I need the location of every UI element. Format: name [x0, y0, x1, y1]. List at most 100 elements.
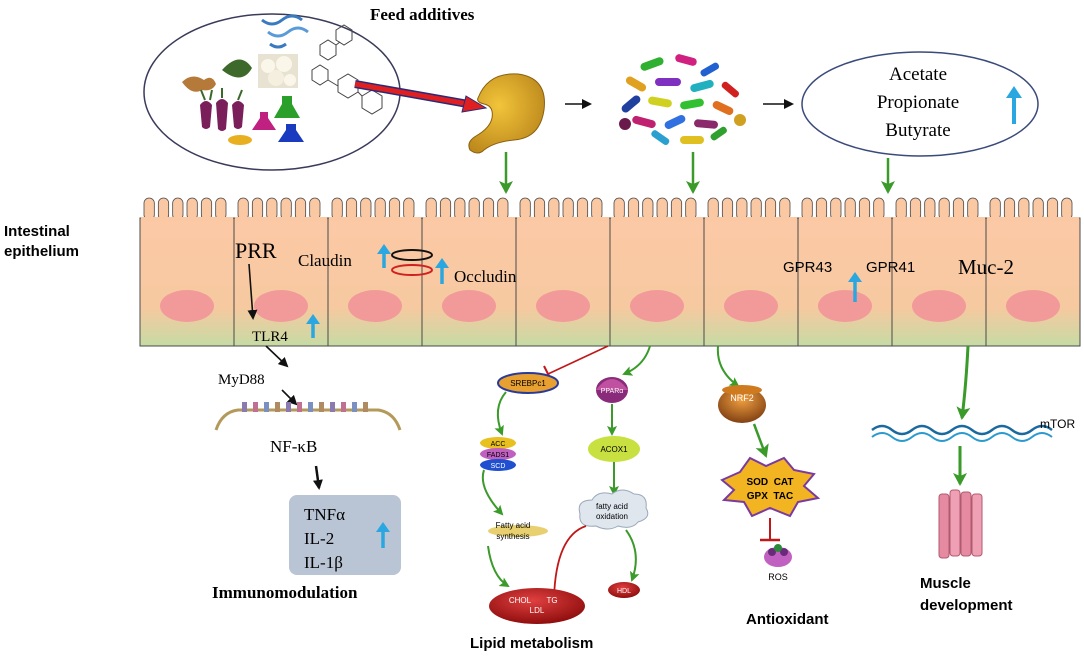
microvillus	[670, 197, 683, 221]
microvillus	[454, 197, 466, 221]
membrane-receptor	[297, 402, 302, 412]
label-fa-oxidation-2: oxidation	[596, 512, 628, 521]
tight-junction-black-ring	[391, 249, 433, 261]
label-fa-synthesis-1: Fatty acid	[496, 521, 531, 530]
mtor-wave	[871, 424, 1053, 442]
cytokine-il1b: IL-1β	[304, 553, 343, 572]
arrow-srebp-to-acc	[494, 391, 507, 436]
label-fa-synthesis-2: synthesis	[496, 532, 529, 541]
label-fads1: FADS1	[487, 452, 509, 459]
label-claudin: Claudin	[298, 251, 352, 270]
label-myd88: MyD88	[218, 372, 265, 388]
membrane-receptor	[363, 402, 368, 412]
microvillus	[403, 197, 415, 221]
label-ppar: PPARα	[601, 388, 624, 395]
cell-apical-edge	[611, 217, 703, 221]
label-srebp: SREBPc1	[510, 379, 546, 388]
microvillus	[215, 197, 227, 221]
cell-apical-edge	[799, 217, 891, 221]
ginger-root-icon	[182, 76, 216, 92]
microvillus	[482, 197, 495, 221]
nrf2-node: NRF2	[718, 385, 766, 423]
microvillus	[497, 197, 509, 221]
scfa-acetate: Acetate	[889, 64, 947, 85]
microvillus	[1061, 197, 1073, 221]
claudin-up-arrow-icon	[377, 244, 391, 268]
microvillus	[374, 197, 386, 221]
microvillus	[1018, 197, 1030, 221]
cell-nucleus	[818, 290, 872, 322]
microvillus	[237, 197, 249, 221]
microvillus	[627, 197, 640, 221]
ppar-node: PPARα	[596, 377, 628, 403]
label-acc: ACC	[491, 441, 506, 448]
microvillus	[613, 197, 625, 221]
antioxidant-label: Antioxidant	[746, 611, 829, 628]
microvillus	[1032, 197, 1044, 221]
microvillus	[938, 197, 950, 221]
inhibit-to-srebp	[547, 345, 609, 375]
microvillus	[439, 197, 452, 221]
up-arrow-icon	[1006, 86, 1022, 124]
label-nrf2: NRF2	[730, 393, 754, 403]
cytokine-tnfa: TNFα	[304, 505, 345, 524]
label-acox1: ACOX1	[600, 445, 628, 454]
cell-nucleus	[912, 290, 966, 322]
membrane-receptor	[264, 402, 269, 412]
microvillus	[967, 197, 979, 221]
microvillus	[989, 197, 1001, 221]
cell-nucleus	[348, 290, 402, 322]
label-gpr41: GPR41	[866, 259, 915, 276]
antioxidant-enzymes-star: SOD CAT GPX TAC	[720, 456, 821, 518]
microvillus	[186, 197, 198, 221]
cytokine-box	[289, 495, 401, 575]
cell-apical-edge	[893, 217, 985, 221]
cell-nucleus	[724, 290, 778, 322]
chemical-structure-icon	[311, 24, 383, 115]
microvillus	[266, 197, 278, 221]
tlr4-up-arrow-icon	[306, 314, 320, 338]
gpr43-up-arrow-icon	[848, 272, 862, 302]
label-fa-oxidation-1: fatty acid	[596, 502, 628, 511]
microvillus	[952, 197, 965, 221]
tight-junction-red-ring	[391, 264, 433, 276]
scfa-ellipse	[801, 51, 1039, 157]
microvillus	[801, 197, 813, 221]
arrow-acc-to-synthesis	[481, 469, 504, 516]
arrow-to-ppar	[622, 345, 651, 376]
microvillus	[721, 197, 734, 221]
red-arrow-to-stomach	[354, 80, 488, 113]
cell-apical-edge	[987, 217, 1079, 221]
arrow-oxidation-to-hdl	[625, 529, 640, 582]
microvillus	[685, 197, 697, 221]
epithelial-cell	[139, 217, 235, 347]
stomach-icon	[468, 73, 545, 154]
chol-tg-ldl-blob: CHOL TG LDL	[489, 588, 585, 624]
cytokine-il2: IL-2	[304, 529, 334, 548]
microvillus	[345, 197, 358, 221]
membrane-receptor	[330, 402, 335, 412]
microvillus	[830, 197, 842, 221]
microvillus	[548, 197, 560, 221]
epithelial-cell	[327, 217, 423, 347]
epithelial-cell	[985, 217, 1081, 347]
nfkb-membrane	[214, 402, 402, 431]
label-occludin: Occludin	[454, 267, 517, 286]
label-enzymes-2: GPX TAC	[747, 491, 793, 502]
microvillus	[844, 197, 856, 221]
epithelial-cell	[703, 217, 799, 347]
arrow-prr-to-tlr4	[247, 263, 258, 320]
membrane-receptor	[253, 402, 258, 412]
epithelial-cell	[891, 217, 987, 347]
microvillus	[895, 197, 907, 221]
inhibit-oxidation-to-chol	[553, 525, 587, 599]
occludin-up-arrow-icon	[435, 258, 449, 284]
muscle-label-line2: development	[920, 597, 1013, 614]
microvillus	[924, 197, 936, 221]
microvillus	[425, 197, 437, 221]
label-prr: PRR	[235, 238, 277, 263]
microvillus	[750, 197, 762, 221]
microvillus	[468, 197, 480, 221]
microvillus	[642, 197, 654, 221]
ginseng-icon	[200, 88, 244, 131]
